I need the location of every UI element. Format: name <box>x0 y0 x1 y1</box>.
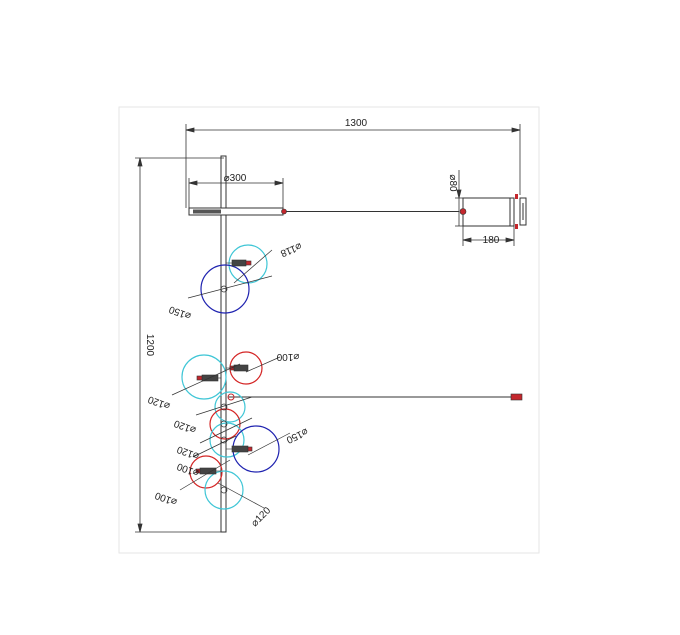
dimension-labels: 1300 1200 ⌀300 ⌀80 180 <box>144 118 500 357</box>
shade-cyan-left <box>181 354 227 400</box>
shade-cyan-mid1 <box>214 391 246 423</box>
shade-cyan-bottom <box>204 470 244 510</box>
shade-label: ⌀100 <box>276 351 299 362</box>
shade-label: ⌀150 <box>167 303 193 321</box>
canopy-inner <box>193 209 221 214</box>
shade-leaders <box>171 249 291 509</box>
label-overall-width: 1300 <box>345 118 368 129</box>
box-bottom-marker <box>515 224 518 229</box>
hub <box>220 420 228 428</box>
shade-diameter-labels: ⌀118 ⌀150 ⌀100 ⌀120 ⌀120 ⌀120 ⌀150 ⌀100 … <box>146 240 309 529</box>
hub <box>220 486 228 494</box>
shade-label: ⌀100 <box>153 489 179 507</box>
shade-red-low <box>189 455 223 489</box>
junction-box <box>462 197 515 227</box>
shade-label: ⌀150 <box>284 425 310 445</box>
socket-left <box>196 374 219 382</box>
socket-upper <box>231 259 252 267</box>
shade-label: ⌀120 <box>146 393 172 411</box>
shade-label: ⌀120 <box>249 505 273 529</box>
canopy-connector <box>281 208 287 215</box>
arm-end-connector <box>510 393 523 401</box>
rod-junction-lower <box>227 393 235 401</box>
shade-label: ⌀100 <box>175 460 201 478</box>
shade-label: ⌀118 <box>278 240 303 259</box>
drawing-frame <box>118 106 540 554</box>
box-connector <box>459 208 467 215</box>
hub <box>220 436 228 444</box>
dimension-lines <box>135 124 521 533</box>
socket-mid-right <box>231 445 253 453</box>
label-box-width: 180 <box>483 235 500 246</box>
label-canopy-length: ⌀300 <box>224 173 247 184</box>
box-top-marker <box>515 194 518 199</box>
fixture-structure <box>188 155 527 533</box>
shade-label: ⌀120 <box>175 443 201 461</box>
shade-blue-top <box>200 264 250 314</box>
label-box-height: ⌀80 <box>447 174 458 192</box>
shade-label: ⌀120 <box>172 417 198 435</box>
label-overall-height: 1200 <box>144 334 155 357</box>
